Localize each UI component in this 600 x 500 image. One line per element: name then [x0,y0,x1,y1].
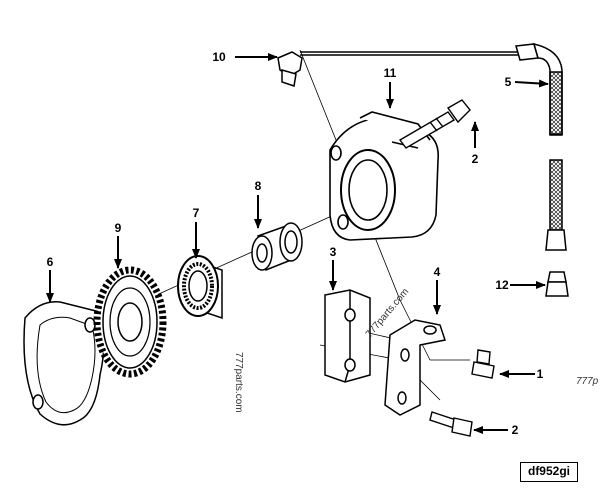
spacer-block-part-3 [324,289,371,383]
callout-10: 10 [212,50,226,64]
callout-7: 7 [193,206,200,220]
callout-4: 4 [434,265,441,279]
callout-2-upper: 2 [472,152,479,166]
callout-9: 9 [115,221,122,235]
bolt-part-2-upper [398,99,471,149]
callout-6: 6 [47,255,54,269]
elbow-fitting-part-10 [277,51,518,87]
shaft-part-8 [251,222,303,272]
callout-3: 3 [330,245,337,259]
watermark-text-3: 777p [576,376,599,387]
callout-5: 5 [505,75,512,89]
braided-hose-part-5 [515,42,567,251]
bearing-part-7 [177,255,223,320]
gasket-part-6 [23,301,105,426]
callout-8: 8 [255,179,262,193]
callout-1: 1 [537,367,544,381]
fitting-part-12 [545,271,569,297]
idler-housing-part-11 [329,111,440,241]
callout-2-lower: 2 [512,423,519,437]
diagram-reference-code: df952gi [520,462,578,482]
bolt-part-2-lower [429,411,473,437]
callout-12: 12 [495,278,509,292]
leader-arrows [46,53,549,434]
watermark-text-1: 777parts.com [233,352,244,413]
bolt-part-1 [471,349,495,379]
idler-gear-part-9 [93,266,167,378]
callout-11: 11 [384,66,397,80]
bracket-part-4 [384,319,446,416]
